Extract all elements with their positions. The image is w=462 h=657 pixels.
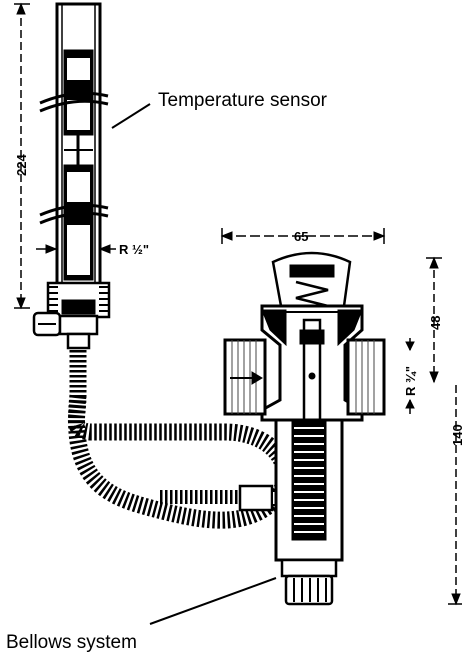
- sensor-thread-fitting: [32, 281, 111, 350]
- valve-top-height-dimension: 48: [428, 316, 443, 330]
- dimension-lines: [14, 2, 462, 625]
- bellows-system-label: Bellows system: [6, 632, 137, 653]
- valve-width-dimension: 65: [294, 229, 308, 244]
- temperature-sensor-tube: [39, 2, 109, 304]
- temperature-sensor-label: Temperature sensor: [158, 90, 328, 111]
- sensor-thread-dimension: R ½": [119, 242, 149, 257]
- valve-body: [223, 251, 386, 606]
- sensor-length-dimension: 224: [14, 154, 29, 176]
- valve-height-dimension: 140: [450, 424, 462, 446]
- valve-thread-dimension: R ¾": [403, 366, 418, 396]
